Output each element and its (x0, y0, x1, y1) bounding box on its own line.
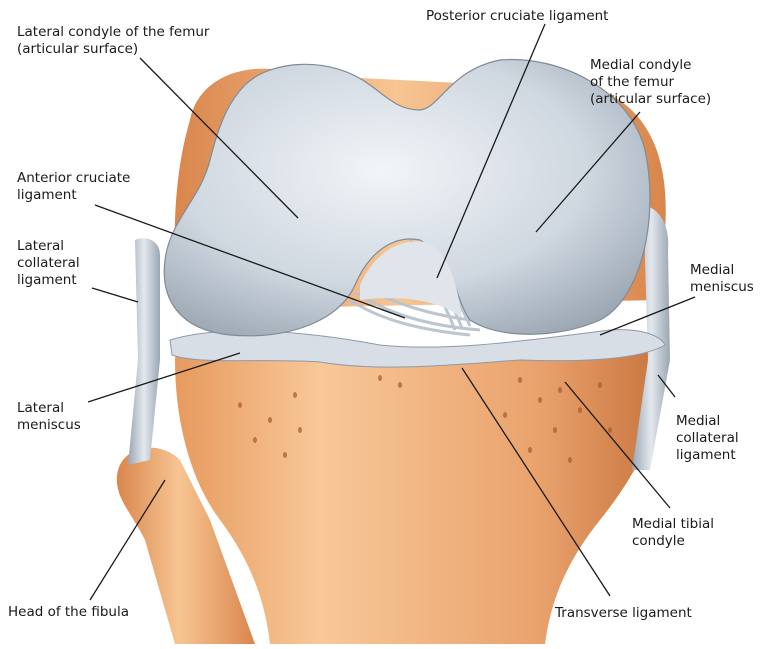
label-lateral-collateral: Lateral collateral ligament (17, 238, 80, 289)
leader-lateral-condyle (140, 58, 298, 218)
leader-lateral-collateral (92, 288, 138, 302)
label-transverse: Transverse ligament (555, 605, 692, 622)
leader-medial-tibial-condyle (565, 382, 670, 508)
label-head-fibula: Head of the fibula (8, 604, 129, 621)
leader-posterior-cruciate (437, 24, 545, 278)
leader-medial-condyle (536, 112, 640, 232)
label-lateral-condyle: Lateral condyle of the femur (articular … (17, 24, 209, 58)
leader-medial-collateral (658, 375, 675, 397)
label-medial-tibial-condyle: Medial tibial condyle (632, 516, 714, 550)
label-medial-condyle: Medial condyle of the femur (articular s… (590, 57, 711, 108)
leader-head-fibula (90, 480, 165, 600)
label-anterior-cruciate: Anterior cruciate ligament (17, 170, 130, 204)
leader-anterior-cruciate (95, 205, 405, 318)
label-posterior-cruciate: Posterior cruciate ligament (426, 8, 608, 25)
leader-medial-meniscus (600, 297, 695, 335)
label-medial-meniscus: Medial meniscus (690, 262, 754, 296)
label-lateral-meniscus: Lateral meniscus (17, 400, 81, 434)
label-medial-collateral: Medial collateral ligament (676, 413, 739, 464)
leader-lateral-meniscus (88, 353, 240, 402)
leader-transverse (462, 368, 610, 596)
